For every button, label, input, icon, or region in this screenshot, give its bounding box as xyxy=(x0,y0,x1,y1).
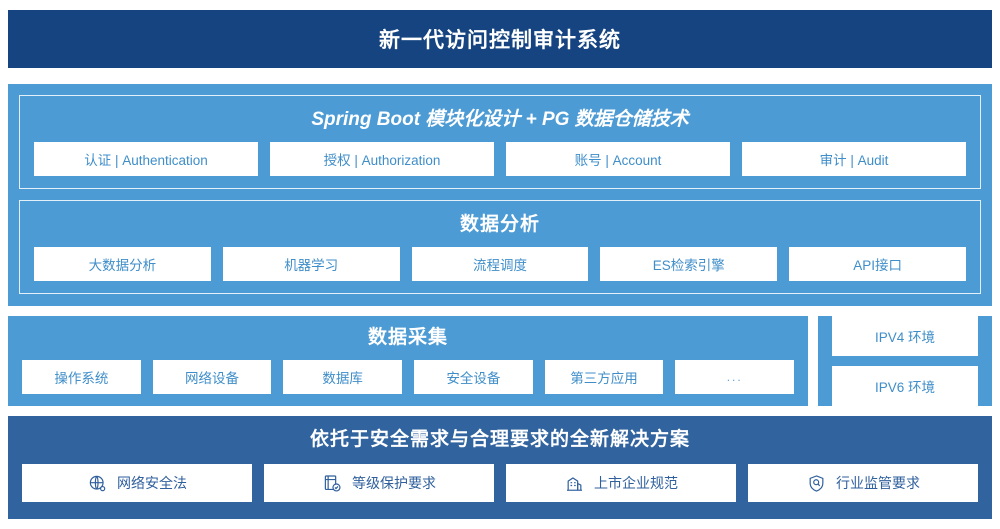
module-es-search-engine[interactable]: ES检索引擎 xyxy=(600,247,778,281)
application-layer-panel: Spring Boot 模块化设计 + PG 数据仓储技术 认证 | Authe… xyxy=(19,95,981,189)
application-analysis-section: Spring Boot 模块化设计 + PG 数据仓储技术 认证 | Authe… xyxy=(8,84,992,306)
source-more[interactable]: ... xyxy=(675,360,795,394)
source-more-label: ... xyxy=(726,370,743,384)
collection-layer-title: 数据采集 xyxy=(367,327,448,348)
module-api-interface-label: API接口 xyxy=(853,258,902,273)
environment-ipv6-label: IPV6 环境 xyxy=(874,380,936,395)
source-operating-system-label: 操作系统 xyxy=(54,371,109,386)
source-third-party-app[interactable]: 第三方应用 xyxy=(544,360,664,394)
shield-search-icon xyxy=(806,473,826,493)
module-process-scheduling[interactable]: 流程调度 xyxy=(411,247,589,281)
environment-ipv4-label: IPV4 环境 xyxy=(874,330,936,345)
compliance-layer-title: 依托于安全需求与合理要求的全新解决方案 xyxy=(309,429,690,450)
module-big-data-analysis[interactable]: 大数据分析 xyxy=(34,247,211,281)
analysis-layer-panel: 数据分析 大数据分析 机器学习 流程调度 ES检索引擎 API接口 xyxy=(19,200,981,294)
document-check-icon xyxy=(322,473,342,493)
source-operating-system[interactable]: 操作系统 xyxy=(22,360,141,394)
collection-layer-section: 数据采集 操作系统 网络设备 数据库 安全设备 第三方应用 ... xyxy=(8,316,808,406)
analysis-layer-title: 数据分析 xyxy=(459,214,540,235)
compliance-cybersecurity-law-label: 网络安全法 xyxy=(117,475,187,491)
analysis-module-row: 大数据分析 机器学习 流程调度 ES检索引擎 API接口 xyxy=(20,247,980,281)
module-account-label: 账号 | Account xyxy=(574,153,662,168)
module-authorization[interactable]: 授权 | Authorization xyxy=(270,142,494,176)
source-database[interactable]: 数据库 xyxy=(283,360,403,394)
module-api-interface[interactable]: API接口 xyxy=(789,247,966,281)
page-title: 新一代访问控制审计系统 xyxy=(379,29,621,52)
source-network-device[interactable]: 网络设备 xyxy=(152,360,272,394)
module-big-data-analysis-label: 大数据分析 xyxy=(88,258,157,273)
globe-icon xyxy=(87,473,107,493)
environment-ipv6[interactable]: IPV6 环境 xyxy=(832,366,978,406)
source-security-device-label: 安全设备 xyxy=(446,371,501,386)
module-account[interactable]: 账号 | Account xyxy=(506,142,730,176)
module-authentication-label: 认证 | Authentication xyxy=(84,153,208,168)
module-audit[interactable]: 审计 | Audit xyxy=(742,142,966,176)
module-machine-learning[interactable]: 机器学习 xyxy=(222,247,400,281)
module-machine-learning-label: 机器学习 xyxy=(284,258,339,273)
source-network-device-label: 网络设备 xyxy=(185,371,239,386)
application-module-row: 认证 | Authentication 授权 | Authorization 账… xyxy=(20,142,980,176)
module-process-scheduling-label: 流程调度 xyxy=(472,258,527,273)
compliance-industry-regulation-label: 行业监管要求 xyxy=(836,475,920,491)
compliance-cybersecurity-law[interactable]: 网络安全法 xyxy=(22,464,252,502)
collection-source-row: 操作系统 网络设备 数据库 安全设备 第三方应用 ... xyxy=(8,360,808,394)
compliance-listed-enterprise-label: 上市企业规范 xyxy=(594,475,678,491)
building-icon xyxy=(564,473,584,493)
source-security-device[interactable]: 安全设备 xyxy=(414,360,533,394)
page-header: 新一代访问控制审计系统 xyxy=(8,10,992,68)
source-third-party-app-label: 第三方应用 xyxy=(570,371,638,386)
compliance-listed-enterprise[interactable]: 上市企业规范 xyxy=(506,464,736,502)
compliance-classified-protection[interactable]: 等级保护要求 xyxy=(264,464,494,502)
compliance-classified-protection-label: 等级保护要求 xyxy=(352,475,436,491)
environment-section: IPV4 环境 IPV6 环境 xyxy=(818,316,992,406)
compliance-layer-section: 依托于安全需求与合理要求的全新解决方案 网络安全法 xyxy=(8,416,992,519)
compliance-item-row: 网络安全法 等级保护要求 xyxy=(8,464,992,502)
environment-ipv4[interactable]: IPV4 环境 xyxy=(832,316,978,356)
module-audit-label: 审计 | Audit xyxy=(819,153,889,168)
module-authentication[interactable]: 认证 | Authentication xyxy=(34,142,258,176)
module-es-search-engine-label: ES检索引擎 xyxy=(652,258,725,273)
source-database-label: 数据库 xyxy=(322,371,363,386)
application-layer-title: Spring Boot 模块化设计 + PG 数据仓储技术 xyxy=(311,109,689,130)
module-authorization-label: 授权 | Authorization xyxy=(323,153,441,168)
compliance-industry-regulation[interactable]: 行业监管要求 xyxy=(748,464,978,502)
